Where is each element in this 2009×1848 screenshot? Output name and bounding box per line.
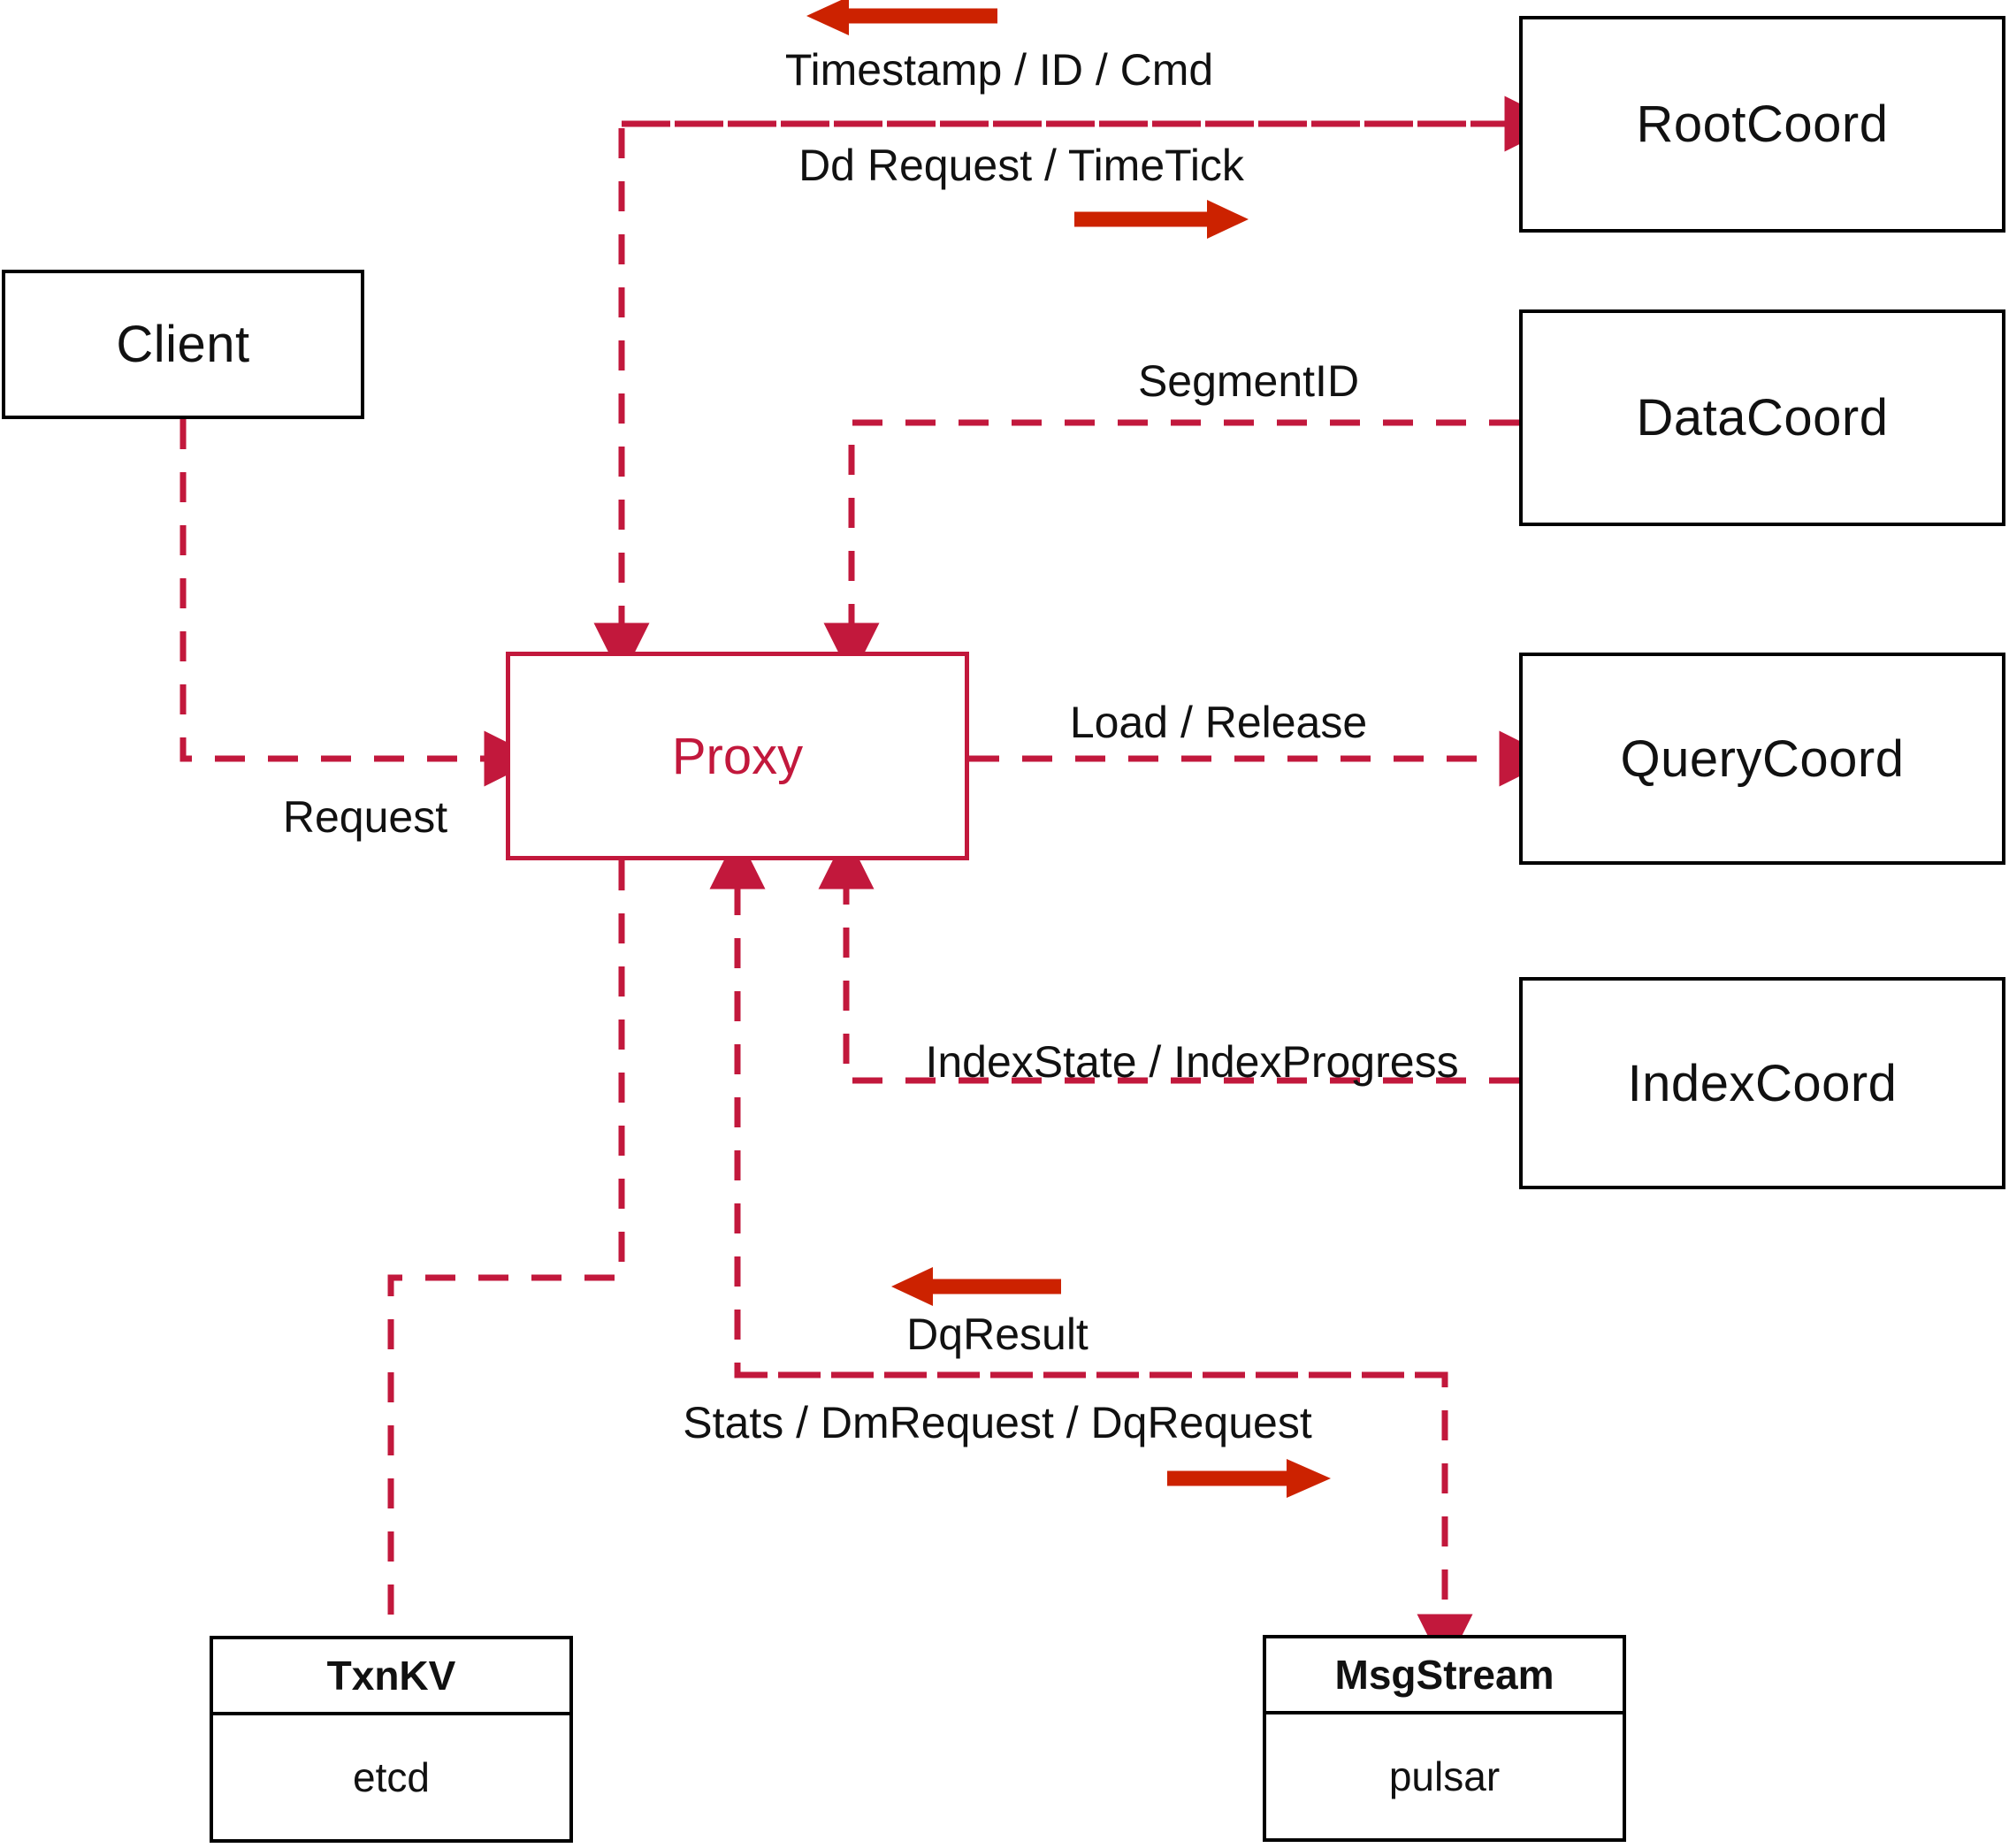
node-msgstream-title: MsgStream [1266, 1638, 1623, 1714]
node-index-coord[interactable]: IndexCoord [1519, 977, 2005, 1189]
edge-label-stats-dm-dq-request: Stats / DmRequest / DqRequest [683, 1398, 1312, 1447]
edge-label-dd-request-timetick: Dd Request / TimeTick [798, 141, 1244, 190]
node-data-coord-label: DataCoord [1636, 389, 1889, 447]
direction-arrow-timestamp-left [806, 0, 997, 35]
edge-proxy-txnkv [387, 860, 625, 1636]
node-client[interactable]: Client [2, 270, 364, 419]
node-proxy[interactable]: Proxy [506, 652, 969, 860]
edge-label-dq-result: DqResult [906, 1310, 1089, 1359]
direction-arrow-ddrequest-right [1074, 200, 1249, 239]
node-proxy-label: Proxy [671, 727, 804, 785]
node-msgstream[interactable]: MsgStream pulsar [1263, 1635, 1626, 1842]
node-root-coord-label: RootCoord [1636, 95, 1889, 153]
edge-timestamp-id-cmd [593, 120, 1519, 679]
edge-label-load-release: Load / Release [1069, 698, 1368, 747]
node-client-label: Client [116, 316, 250, 373]
edge-request [180, 419, 540, 787]
edge-segment-id [823, 419, 1519, 679]
node-data-coord[interactable]: DataCoord [1519, 309, 2005, 526]
direction-arrow-dqresult-left [891, 1267, 1061, 1306]
edge-label-timestamp-id-cmd: Timestamp / ID / Cmd [784, 45, 1214, 95]
node-query-coord[interactable]: QueryCoord [1519, 653, 2005, 865]
node-txnkv-impl: etcd [353, 1754, 430, 1800]
node-txnkv[interactable]: TxnKV etcd [210, 1636, 573, 1843]
edge-index-state-progress [818, 833, 1519, 1084]
edge-label-segment-id: SegmentID [1137, 356, 1360, 406]
node-txnkv-title: TxnKV [213, 1639, 569, 1715]
edge-label-request: Request [282, 792, 448, 842]
edge-label-index-state-progress: IndexState / IndexProgress [925, 1037, 1459, 1087]
node-msgstream-impl: pulsar [1388, 1753, 1501, 1799]
edge-stats-dm-dq-request [737, 1371, 1473, 1670]
node-root-coord[interactable]: RootCoord [1519, 16, 2005, 233]
direction-arrow-dqrequest-right [1167, 1459, 1331, 1498]
node-index-coord-label: IndexCoord [1627, 1054, 1898, 1112]
node-query-coord-label: QueryCoord [1620, 729, 1905, 788]
